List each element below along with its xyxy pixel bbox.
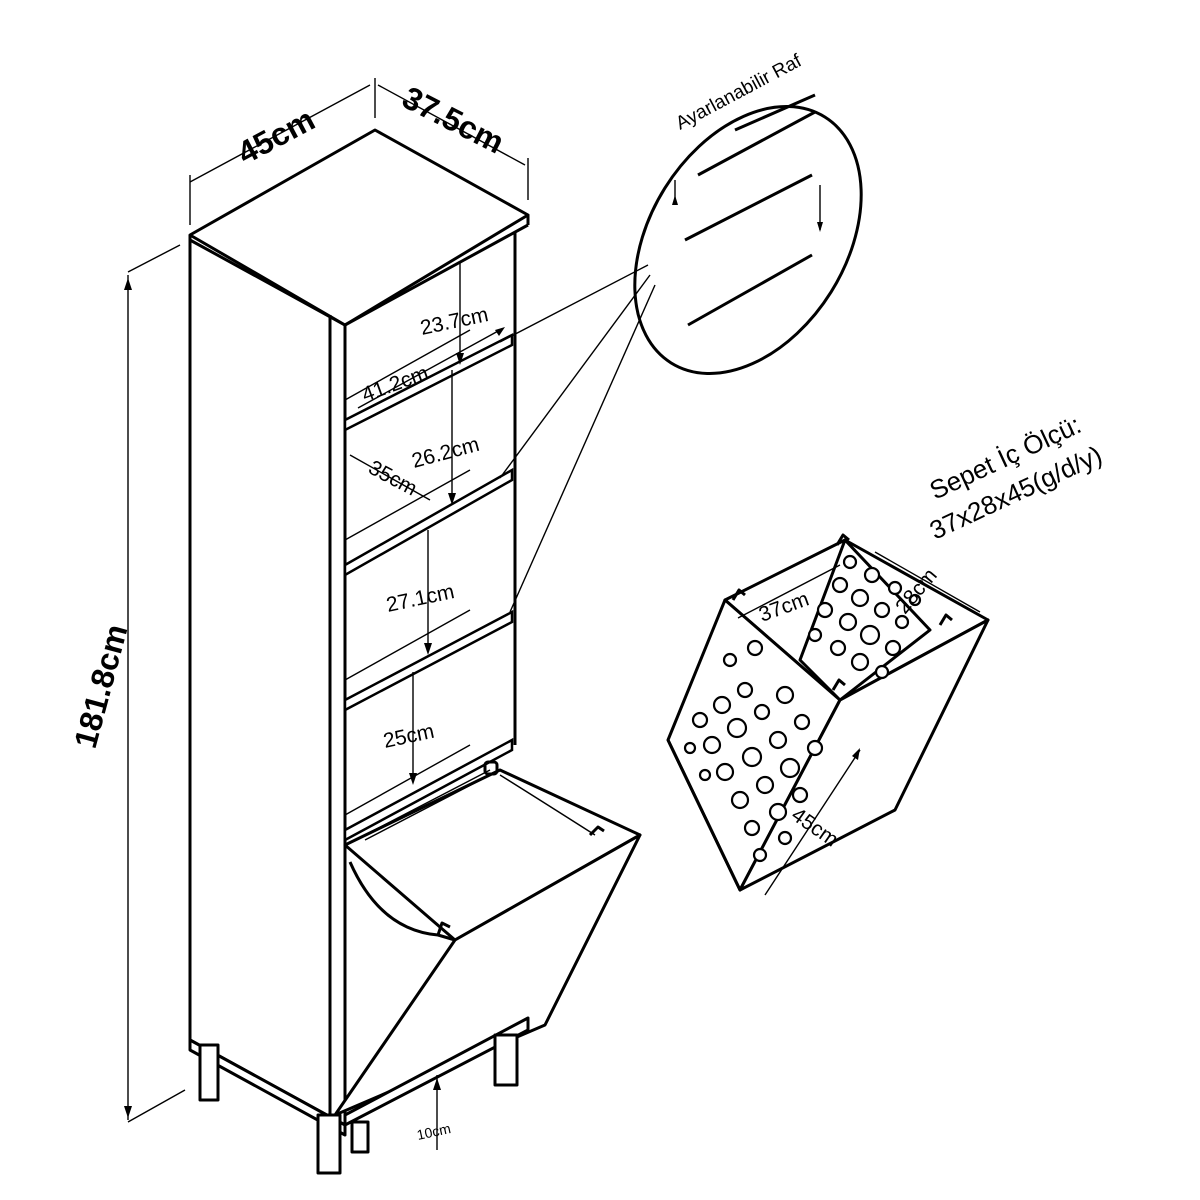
- shelf-3: [343, 609, 514, 713]
- basket-note: Sepet İç Ölçü: 37x28x45(g/d/y): [925, 409, 1107, 545]
- gap-3-label: 27.1cm: [384, 580, 456, 617]
- basket-perforations-left: [683, 639, 824, 863]
- detail-title: Ayarlanabilir Raf: [672, 50, 805, 134]
- width-label: 45cm: [231, 101, 320, 171]
- leg-front-right: [493, 1033, 519, 1087]
- hinge-left: [483, 760, 499, 776]
- shelf-1: [343, 332, 514, 433]
- basket-front-panel: [738, 618, 990, 892]
- leg-back-right: [350, 1120, 370, 1154]
- leg-front-left: [316, 1113, 342, 1175]
- basket-hook-right: [938, 613, 953, 626]
- basket-drawing: 37cm 28cm 45cm: [666, 533, 990, 896]
- gap-1-label: 23.7cm: [418, 303, 490, 340]
- height-label: 181.8cm: [67, 620, 134, 751]
- basket-hook-left: [731, 588, 746, 601]
- gap-2-label: 26.2cm: [409, 433, 481, 473]
- detail-bubble: [633, 105, 863, 375]
- gap-4-label: 25cm: [381, 720, 436, 753]
- cabinet-drawing: [188, 128, 642, 1175]
- cabinet-basket-front: [333, 833, 642, 1117]
- basket-back-wall: [798, 538, 932, 702]
- leg-back-left: [198, 1043, 220, 1102]
- leg-height-label: 10cm: [415, 1120, 452, 1143]
- detail-leader-lines: [499, 264, 656, 613]
- cabinet-side-panel: [188, 238, 347, 1127]
- hinge-right: [588, 825, 605, 837]
- shelf-2: [343, 467, 514, 578]
- depth-label: 37.5cm: [397, 79, 510, 160]
- basket-perforations-back: [807, 554, 922, 680]
- cabinet-plinth: [343, 1016, 530, 1127]
- adjustable-shelf-detail: Ayarlanabilir Raf: [633, 50, 863, 375]
- shelf-4: [343, 737, 514, 843]
